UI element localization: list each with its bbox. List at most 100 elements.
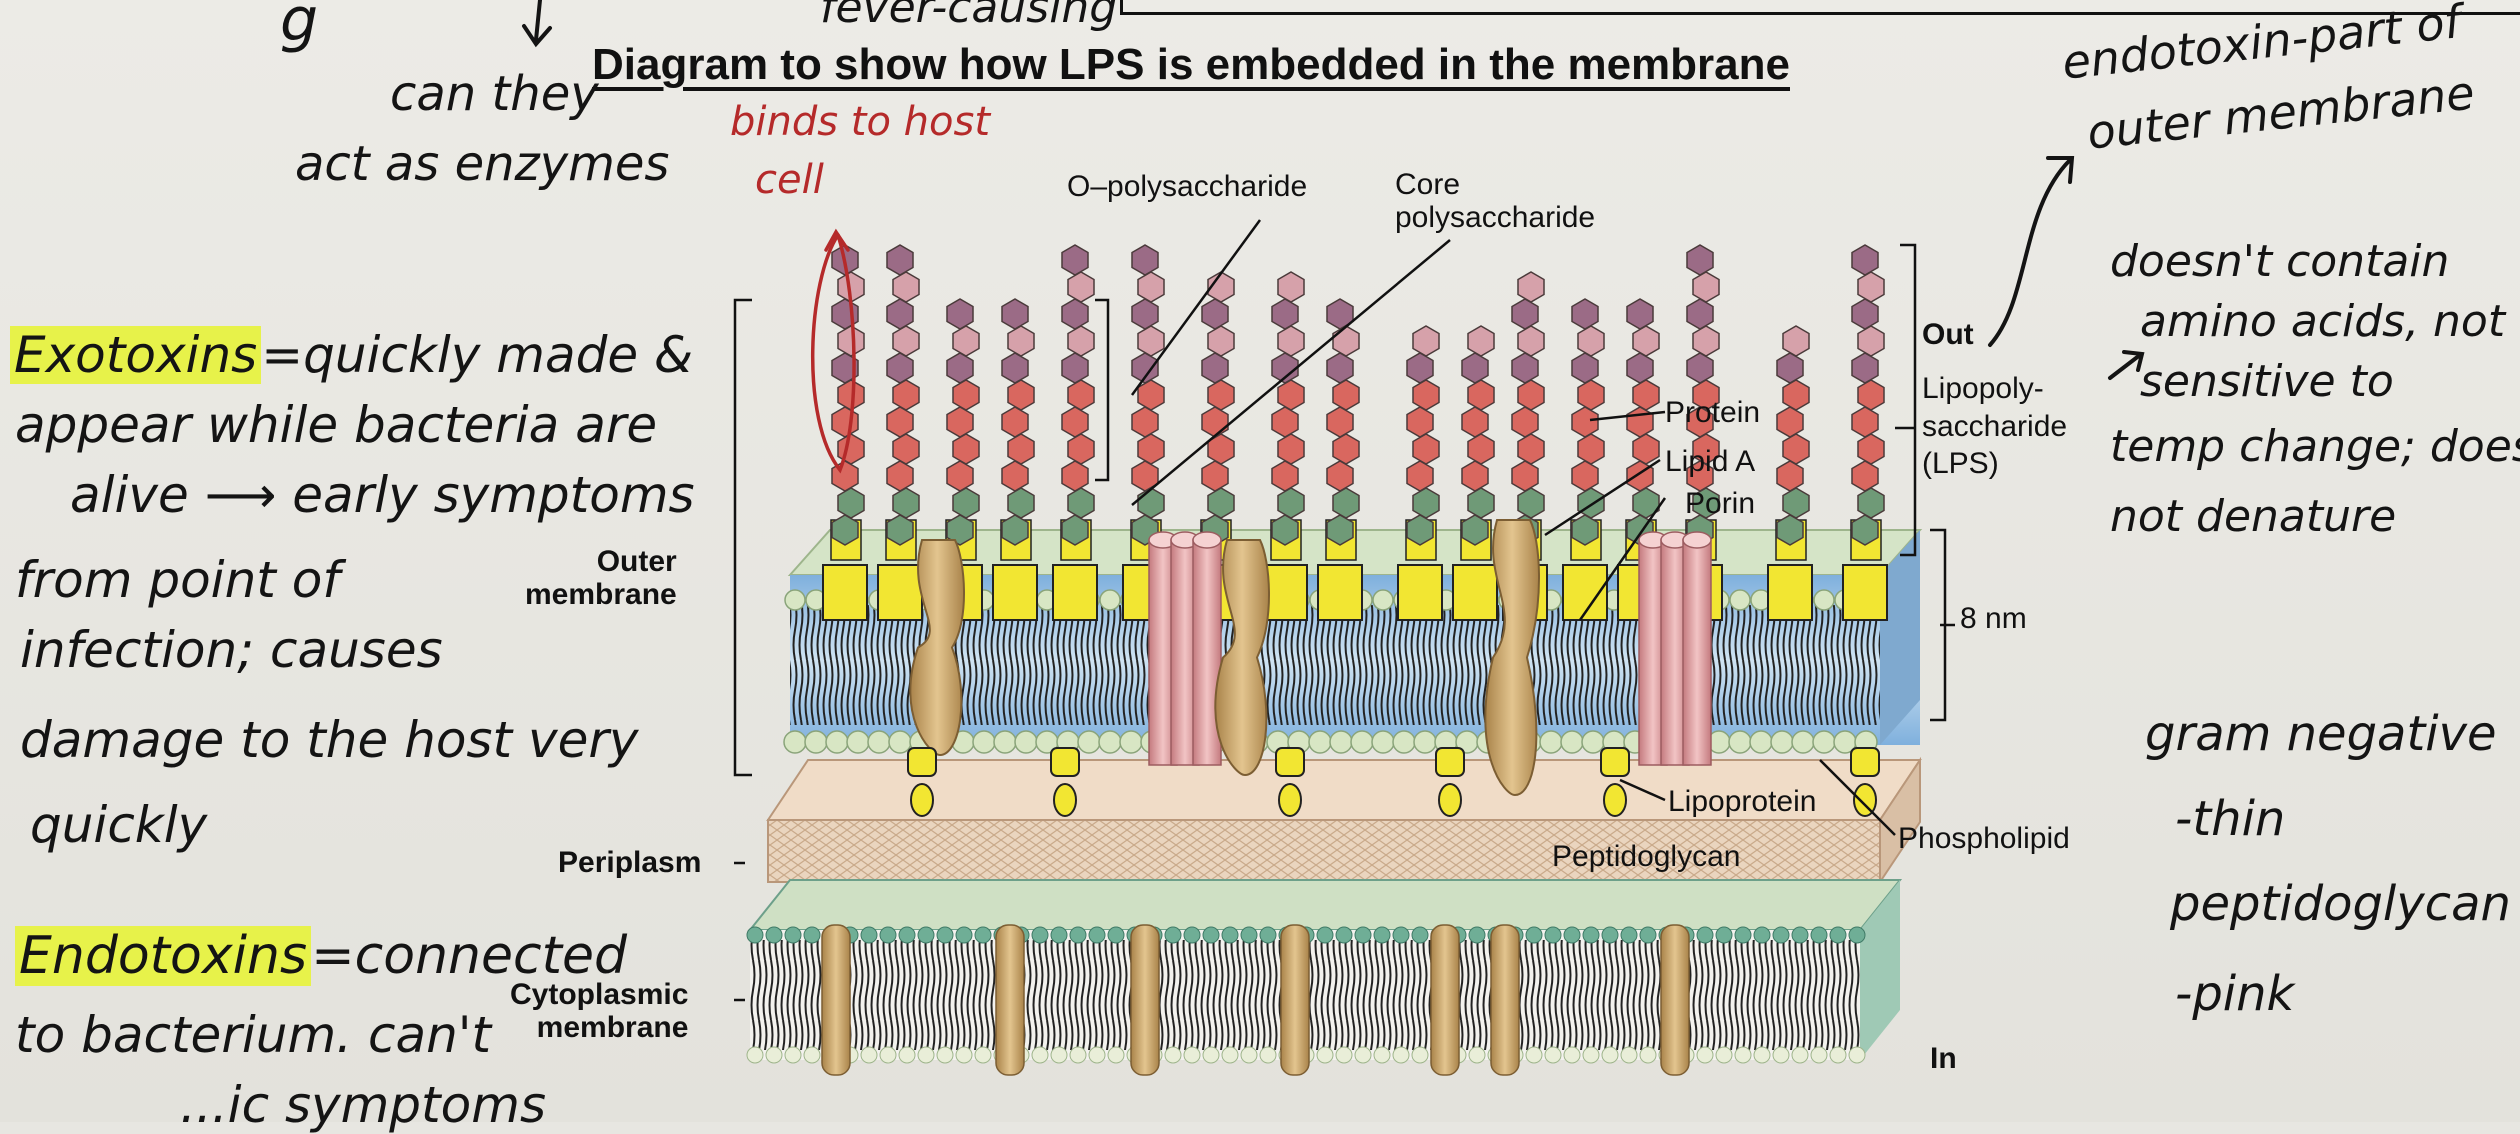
sugar-hexagon [1626, 352, 1654, 384]
integral-protein [1430, 924, 1460, 1076]
head-bottom [1560, 730, 1584, 754]
sugar-hexagon [892, 271, 920, 303]
note-no-amino-line4: temp change; does [2110, 421, 2520, 472]
cyto-head-bottom [1696, 1046, 1714, 1064]
sugar-hexagon [1857, 433, 1885, 465]
top-table-border [1120, 0, 2520, 15]
sugar-hexagon [1326, 514, 1354, 546]
cyto-head-bottom [1050, 1046, 1068, 1064]
sugar-hexagon [1782, 433, 1810, 465]
cyto-head-top [1544, 926, 1562, 944]
sugar-hexagon [1851, 352, 1879, 384]
label-cytoplasmic-membrane: Cytoplasmic membrane [510, 978, 689, 1044]
sugar-hexagon [1131, 244, 1159, 276]
sugar-hexagon [1207, 487, 1235, 519]
cyto-head-bottom [1316, 1046, 1334, 1064]
sugar-hexagon [1632, 379, 1660, 411]
label-o-polysaccharide: O–polysaccharide [1067, 170, 1308, 203]
head-top [1372, 589, 1394, 611]
head-bottom [1077, 730, 1101, 754]
note-gram-line2: -thin [2175, 791, 2286, 847]
label-peptidoglycan: Peptidoglycan [1552, 840, 1741, 873]
sugar-hexagon [1277, 433, 1305, 465]
head-bottom [1812, 730, 1836, 754]
sugar-hexagon [1277, 271, 1305, 303]
lipoprotein-anchor [1053, 783, 1077, 817]
sugar-hexagon [1517, 433, 1545, 465]
cyto-head-top [1183, 926, 1201, 944]
sugar-hexagon [1332, 325, 1360, 357]
sugar-hexagon [1326, 406, 1354, 438]
sugar-hexagon [1137, 379, 1165, 411]
porin-top [1192, 531, 1222, 549]
label-phospholipid: Phospholipid [1898, 822, 2070, 855]
cyto-head-bottom [1620, 1046, 1638, 1064]
sugar-hexagon [1007, 487, 1035, 519]
cyto-head-top [803, 926, 821, 944]
cyto-head-bottom [1107, 1046, 1125, 1064]
sugar-hexagon [886, 460, 914, 492]
cyto-head-bottom [860, 1046, 878, 1064]
lipid-a-block [1052, 564, 1098, 621]
sugar-hexagon [1326, 352, 1354, 384]
integral-protein [821, 924, 851, 1076]
sugar-hexagon [1851, 460, 1879, 492]
note-gram-line3: peptidoglycan [2170, 876, 2511, 932]
cyto-head-top [1848, 926, 1866, 944]
sugar-hexagon [1067, 271, 1095, 303]
head-bottom [804, 730, 828, 754]
lipoprotein-anchor [1853, 783, 1877, 817]
sugar-hexagon [1332, 379, 1360, 411]
sugar-hexagon [1857, 487, 1885, 519]
cyto-head-top [1810, 926, 1828, 944]
sugar-hexagon [1412, 487, 1440, 519]
sugar-hexagon [1201, 352, 1229, 384]
sugar-hexagon [1332, 433, 1360, 465]
label-protein: Protein [1665, 396, 1761, 429]
head-bottom [993, 730, 1017, 754]
cyto-head-top [1582, 926, 1600, 944]
cyto-head-top [1639, 926, 1657, 944]
transmembrane-protein [909, 539, 965, 757]
cyto-head-bottom [917, 1046, 935, 1064]
lipid-a-block [877, 564, 923, 621]
sugar-hexagon [946, 298, 974, 330]
cyto-head-top [1772, 926, 1790, 944]
sugar-hexagon [1207, 325, 1235, 357]
cyto-head-bottom [1848, 1046, 1866, 1064]
sugar-hexagon [1517, 271, 1545, 303]
sugar-hexagon [1271, 514, 1299, 546]
cyto-head-top [1259, 926, 1277, 944]
exotoxins-highlight: Exotoxins [10, 326, 262, 384]
cyto-head-top [1050, 926, 1068, 944]
sugar-hexagon [1277, 379, 1305, 411]
sugar-hexagon [1511, 406, 1539, 438]
sugar-hexagon [1067, 433, 1095, 465]
cyto-head-bottom [1525, 1046, 1543, 1064]
sugar-hexagon [1626, 298, 1654, 330]
cyto-head-top [1069, 926, 1087, 944]
sugar-hexagon [1001, 406, 1029, 438]
sugar-hexagon [1511, 460, 1539, 492]
sugar-hexagon [1577, 433, 1605, 465]
sugar-hexagon [1137, 325, 1165, 357]
cyto-head-bottom [1354, 1046, 1372, 1064]
cyto-head-bottom [746, 1046, 764, 1064]
sugar-hexagon [1067, 487, 1095, 519]
sugar-hexagon [952, 487, 980, 519]
label-periplasm: Periplasm [558, 846, 702, 879]
integral-protein [1130, 924, 1160, 1076]
cyto-head-bottom [803, 1046, 821, 1064]
lipoprotein-head [1435, 747, 1465, 777]
sugar-hexagon [1692, 271, 1720, 303]
sugar-hexagon [1277, 487, 1305, 519]
note-exo-line3: alive ⟶ early symptoms [70, 466, 695, 524]
sugar-hexagon [946, 460, 974, 492]
cyto-head-bottom [1468, 1046, 1486, 1064]
sugar-hexagon [831, 406, 859, 438]
cyto-head-bottom [1734, 1046, 1752, 1064]
sugar-hexagon [1137, 433, 1165, 465]
sugar-hexagon [1571, 352, 1599, 384]
integral-protein [1490, 924, 1520, 1076]
sugar-hexagon [1271, 460, 1299, 492]
